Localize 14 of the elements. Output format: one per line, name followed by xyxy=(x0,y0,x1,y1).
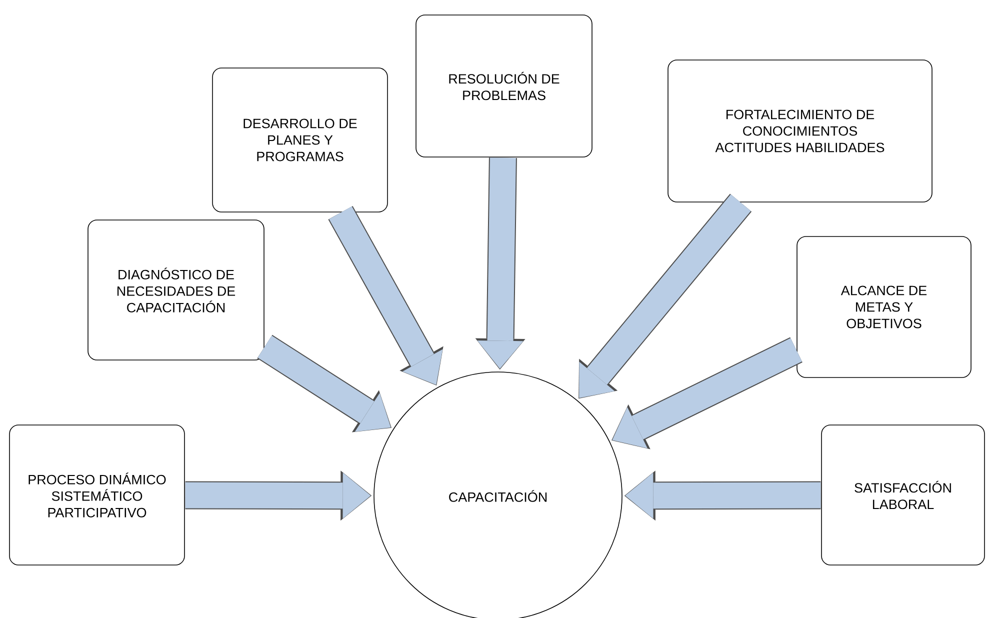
rounded-box: ALCANCE DE METAS Y OBJETIVOS xyxy=(796,236,972,378)
rounded-box: RESOLUCIÓN DE PROBLEMAS xyxy=(416,14,592,158)
block-arrow xyxy=(624,470,821,521)
rounded-box: DESARROLLO DE PLANES Y PROGRAMAS xyxy=(212,68,388,212)
block-arrow xyxy=(612,337,802,450)
block-arrow xyxy=(257,334,392,432)
block-arrow xyxy=(328,206,444,386)
rounded-box: DIAGNÓSTICO DE NECESIDADES DE CAPACITACIÓN xyxy=(88,220,264,360)
rounded-box: FORTALECIMIENTO DE CONOCIMIENTOS ACTITUDES HABILIDADES xyxy=(668,60,932,202)
block-arrow xyxy=(475,158,526,370)
rounded-box: PROCESO DINÁMICO SISTEMÁTICO PARTICIPATIVO xyxy=(9,424,185,566)
block-arrow xyxy=(185,470,372,521)
block-arrow xyxy=(578,194,752,399)
rounded-box: SATISFACCIÓN LABORAL xyxy=(821,424,985,566)
